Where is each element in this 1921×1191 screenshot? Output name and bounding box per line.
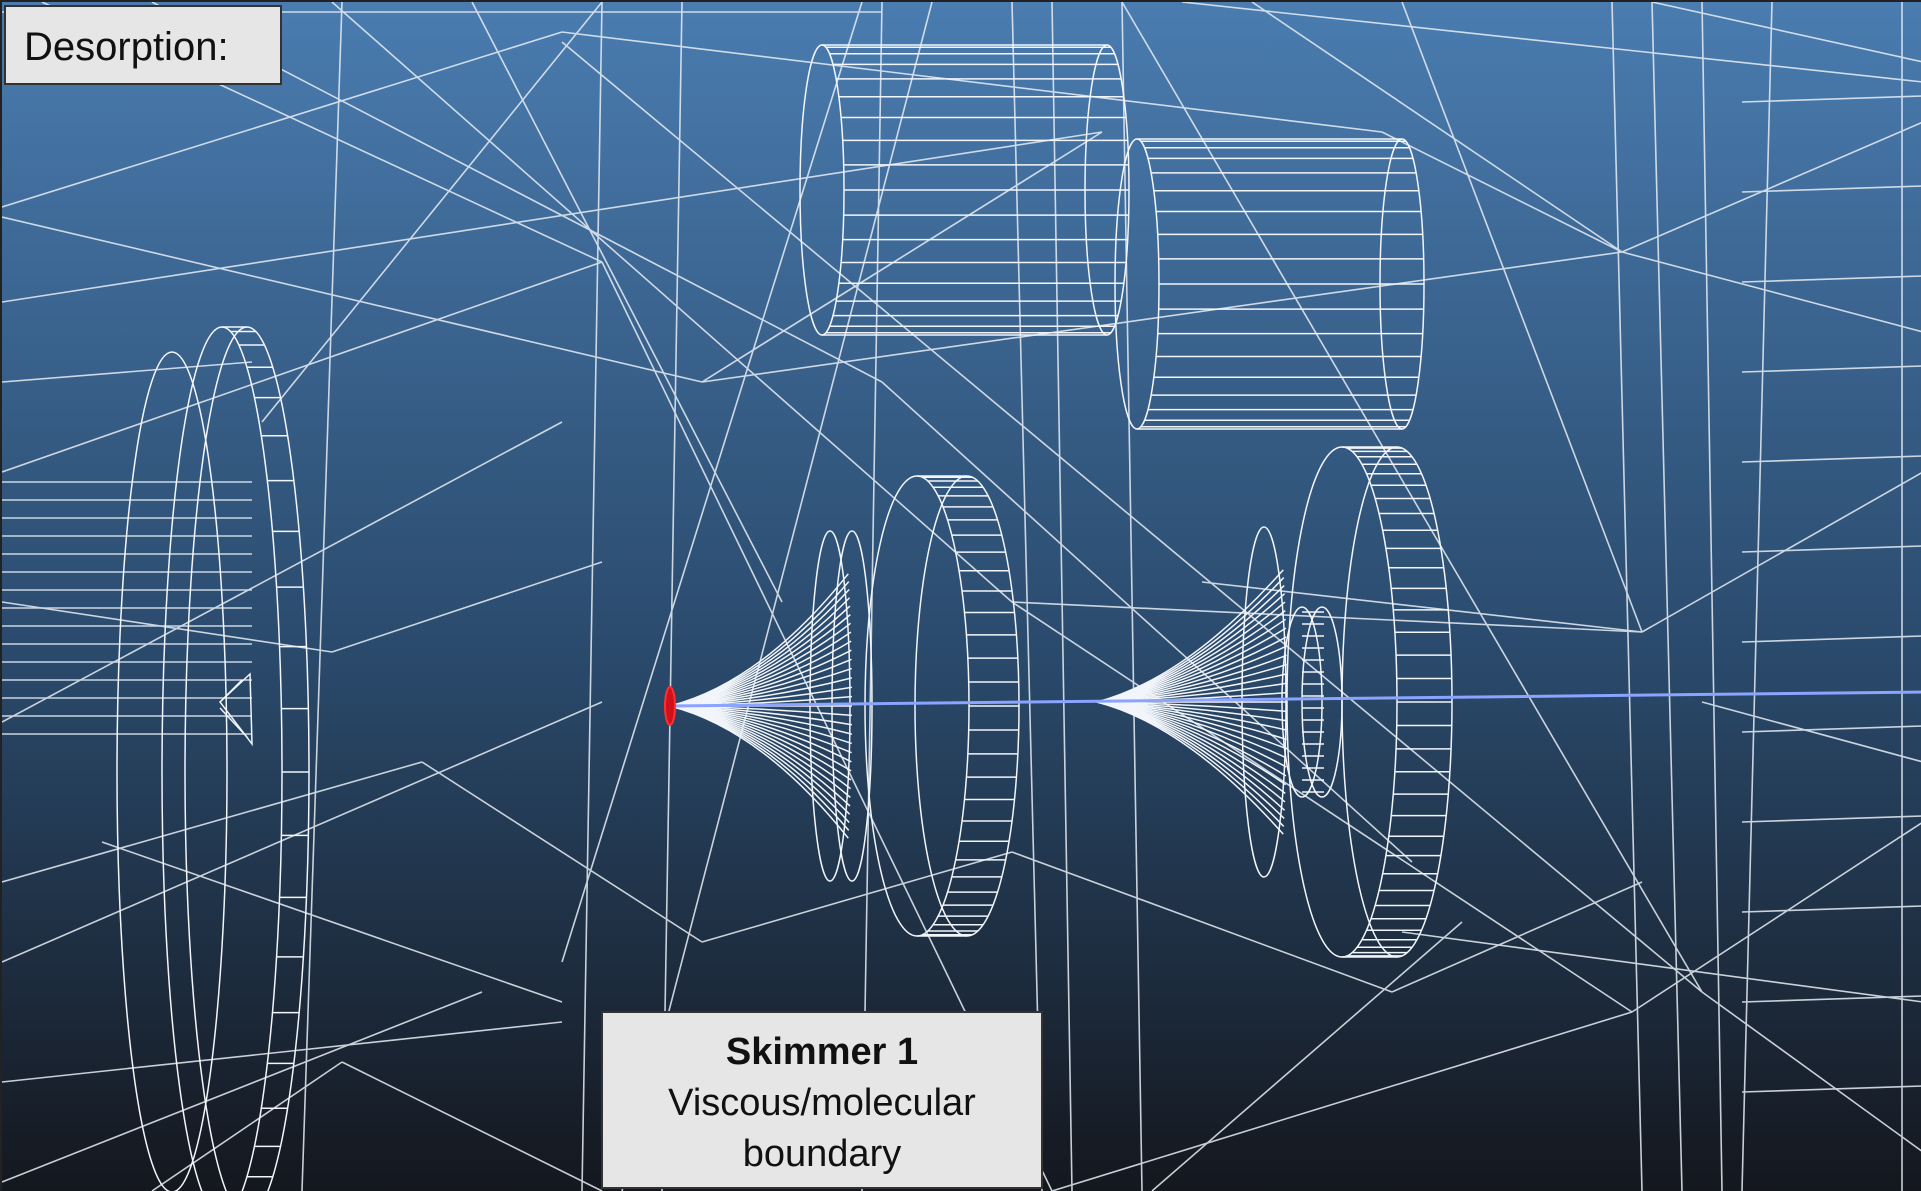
- desorption-label-box: Desorption:: [4, 5, 282, 85]
- ion-beam-path: [669, 690, 1921, 708]
- skimmer-description-line-2: boundary: [742, 1133, 902, 1175]
- skimmer-annotation-box: Skimmer 1 Viscous/molecular boundary: [601, 1011, 1043, 1189]
- desorption-label: Desorption:: [24, 25, 229, 69]
- skimmer-1-orifice-marker: [664, 686, 676, 726]
- skimmer-description-line-1: Viscous/molecular: [668, 1082, 976, 1124]
- instrument-parts: [116, 44, 1453, 1191]
- skimmer-title: Skimmer 1: [725, 1031, 919, 1073]
